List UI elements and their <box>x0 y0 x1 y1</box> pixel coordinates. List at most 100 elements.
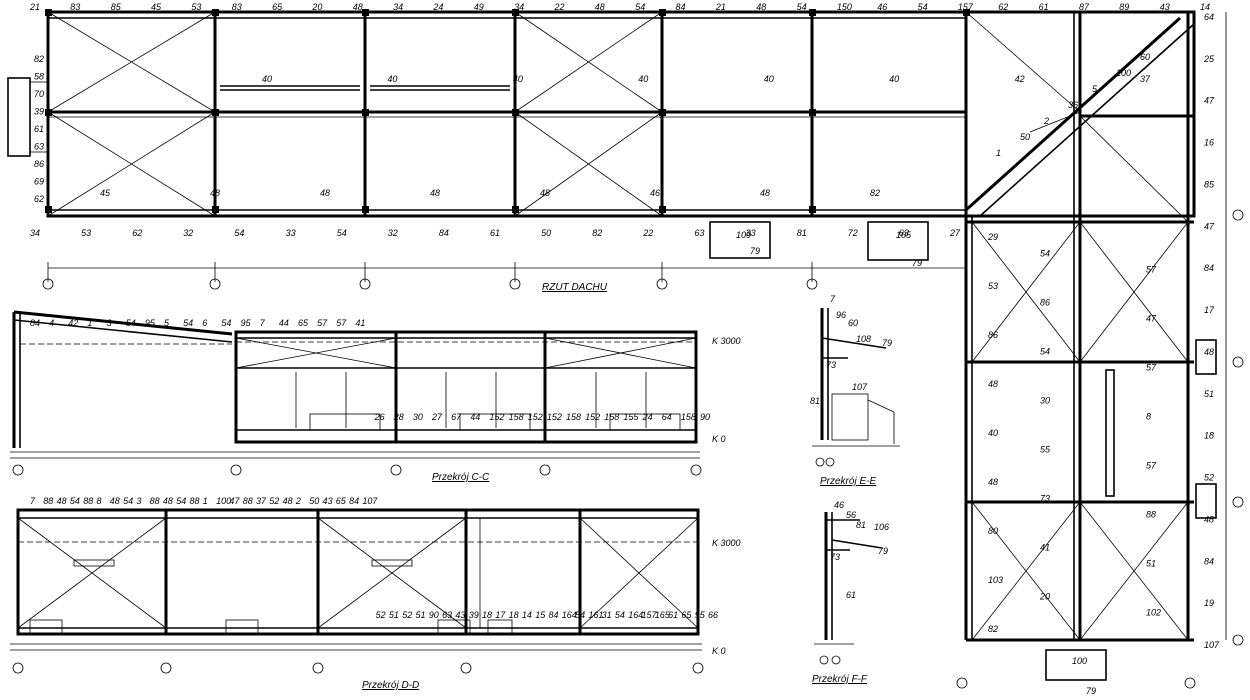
member-label-plan_labels.top_row-14: 48 <box>595 2 605 12</box>
member-label-plan_labels.bottom_row-17: 63 <box>899 228 909 238</box>
member-label-section_ee_labels-2: 60 <box>848 318 858 328</box>
member-label-section_dd_labels-28: 52 <box>402 610 412 620</box>
member-label-section_cc_labels-19: 28 <box>393 412 404 422</box>
member-label-section_cc_labels-13: 44 <box>279 318 289 328</box>
member-label-plan_labels.bottom_row-6: 54 <box>337 228 347 238</box>
member-label-section_cc_labels-18: 26 <box>374 412 385 422</box>
section-ff-title: Przekrój F-F <box>812 674 868 685</box>
member-label-plan_labels.right_col-11: 52 <box>1204 473 1214 483</box>
member-label-plan_labels.left-7: 69 <box>34 177 44 187</box>
member-label-plan_labels.diagonal-5: 100 <box>1116 68 1131 78</box>
plan-title: RZUT DACHU <box>542 282 608 293</box>
member-label-section_cc_labels-26: 152 <box>528 412 543 422</box>
member-label-section_cc_labels-4: 3 <box>107 318 112 328</box>
member-label-section_ff_labels-0: 46 <box>834 500 844 510</box>
member-label-section_dd_labels-27: 51 <box>389 610 399 620</box>
member-label-section_dd_labels-20: 2 <box>295 496 301 506</box>
member-label-plan_labels.top_row-7: 20 <box>311 2 322 12</box>
member-label-section_dd_labels-12: 88 <box>190 496 200 506</box>
member-label-section_dd_labels-41: 54 <box>575 610 585 620</box>
member-label-plan_labels.wing-5: 47 <box>1146 314 1157 324</box>
member-label-section_cc_labels-11: 95 <box>241 318 252 328</box>
member-label-plan_labels.diagonal-0: 1 <box>996 148 1001 158</box>
member-label-section_dd_labels-0: 7 <box>30 496 36 506</box>
member-label-plan_labels.top_row-20: 150 <box>837 2 852 12</box>
member-label-section_dd_labels-40: 164 <box>562 610 577 620</box>
member-label-plan_labels.top_row-2: 85 <box>111 2 122 12</box>
member-label-section_dd_labels-50: 95 <box>695 610 706 620</box>
member-label-section_dd_labels-22: 43 <box>323 496 333 506</box>
member-label-plan_labels.top_row-12: 34 <box>514 2 524 12</box>
roof-plan: RZUT DACHU <box>7 9 970 293</box>
member-label-plan_labels.bottom_row-4: 54 <box>234 228 244 238</box>
member-label-plan_labels.bottom_mid-1: 48 <box>210 188 220 198</box>
member-label-plan_labels.bottom_row-2: 62 <box>132 228 142 238</box>
member-label-plan_labels.bottom_mid-2: 48 <box>320 188 330 198</box>
member-label-section_dd_labels-47: 165 <box>655 610 671 620</box>
member-label-plan_labels.top_row-26: 87 <box>1079 2 1090 12</box>
member-label-plan_labels.right_col-1: 25 <box>1203 54 1215 64</box>
member-label-section_ee_labels-3: 108 <box>856 334 871 344</box>
member-label-section_cc_labels-34: 158 <box>681 412 696 422</box>
section-ee-title: Przekrój E-E <box>820 476 876 487</box>
member-label-section_ee_labels-1: 96 <box>836 310 846 320</box>
member-label-plan_labels.left-2: 70 <box>34 89 44 99</box>
member-label-plan_labels.right_col-2: 47 <box>1204 96 1215 106</box>
member-label-plan_labels.right_col-13: 84 <box>1204 556 1214 566</box>
member-label-section_dd_labels-31: 63 <box>442 610 452 620</box>
member-label-plan_labels.mid_row-5: 40 <box>889 74 899 84</box>
member-label-section_dd_labels-26: 52 <box>376 610 386 620</box>
dd-level-top: K 3000 <box>712 538 741 548</box>
member-label-section_dd_labels-33: 39 <box>469 610 479 620</box>
member-label-plan_labels.right_col-4: 85 <box>1204 180 1215 190</box>
member-label-plan_labels.bottom_mid-3: 48 <box>430 188 440 198</box>
member-label-plan_labels.right_col-6: 84 <box>1204 263 1214 273</box>
member-label-plan_labels.wing-18: 80 <box>988 526 998 536</box>
member-label-section_cc_labels-14: 65 <box>298 318 309 328</box>
member-label-plan_labels.right_col-14: 19 <box>1204 598 1214 608</box>
member-label-plan_labels.top_row-18: 48 <box>756 2 766 12</box>
section-cc-title: Przekrój C-C <box>432 472 490 483</box>
member-label-section_dd_labels-6: 48 <box>110 496 120 506</box>
member-label-plan_labels.top_row-16: 84 <box>676 2 686 12</box>
member-label-plan_labels.wing-12: 40 <box>988 428 998 438</box>
member-label-section_cc_labels-21: 27 <box>431 412 443 422</box>
member-label-plan_labels.bottom_row-15: 81 <box>797 228 807 238</box>
member-label-plan_labels.bottom_row-9: 61 <box>490 228 500 238</box>
member-label-plan_labels.bottom_row-1: 53 <box>81 228 91 238</box>
member-label-section_dd_labels-42: 161 <box>588 610 603 620</box>
member-label-plan_labels.wing-23: 102 <box>1146 608 1161 618</box>
member-label-section_cc_labels-1: 4 <box>49 318 54 328</box>
member-label-plan_labels.bottom_row-13: 63 <box>694 228 704 238</box>
member-label-section_cc_labels-12: 7 <box>260 318 266 328</box>
member-label-section_dd_labels-48: 61 <box>668 610 678 620</box>
member-label-section_ff_labels-2: 81 <box>856 520 866 530</box>
member-label-section_cc_labels-6: 95 <box>145 318 156 328</box>
member-label-plan_labels.boxes-2: 105 <box>896 230 912 240</box>
member-label-section_dd_labels-49: 65 <box>681 610 692 620</box>
member-label-section_dd_labels-37: 14 <box>522 610 532 620</box>
member-label-plan_labels.bottom_row-10: 50 <box>541 228 551 238</box>
member-label-plan_labels.right_col-10: 18 <box>1204 431 1214 441</box>
member-label-plan_labels.top_row-22: 54 <box>918 2 928 12</box>
member-label-plan_labels.wing-3: 53 <box>988 281 998 291</box>
member-label-plan_labels.bottom_mid-4: 48 <box>540 188 550 198</box>
member-label-section_cc_labels-22: 67 <box>451 412 462 422</box>
member-label-section_cc_labels-35: 90 <box>700 412 710 422</box>
member-label-section_dd_labels-17: 37 <box>256 496 267 506</box>
member-label-section_dd_labels-43: 31 <box>602 610 612 620</box>
member-label-plan_labels.wing-6: 86 <box>988 330 998 340</box>
section-ff: Przekrój F-F <box>812 512 883 685</box>
member-label-plan_labels.left-8: 62 <box>34 194 44 204</box>
member-label-section_dd_labels-8: 3 <box>136 496 141 506</box>
member-label-plan_labels.mid_row-1: 40 <box>387 74 397 84</box>
member-label-section_dd_labels-29: 51 <box>416 610 426 620</box>
member-label-plan_labels.wing-20: 51 <box>1146 559 1156 569</box>
member-label-plan_labels.top_row-17: 21 <box>715 2 726 12</box>
member-label-section_dd_labels-39: 84 <box>549 610 559 620</box>
member-label-plan_labels.right_col-12: 48 <box>1204 514 1214 524</box>
member-label-plan_labels.top_row-1: 83 <box>70 2 80 12</box>
member-label-section_ee_labels-5: 73 <box>826 360 836 370</box>
member-label-section_dd_labels-19: 48 <box>283 496 293 506</box>
